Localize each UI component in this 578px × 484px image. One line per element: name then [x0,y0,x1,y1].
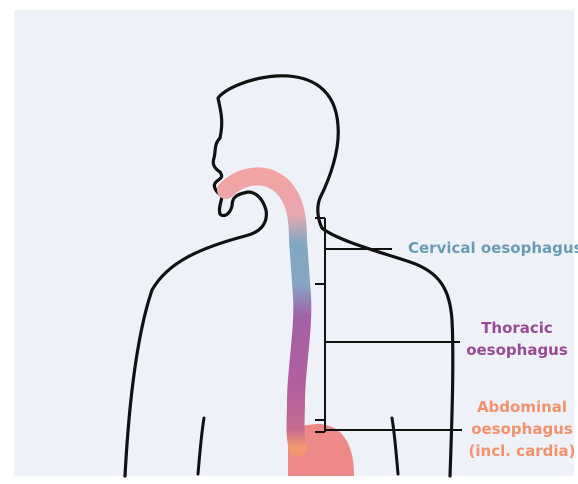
label-abdominal-oesophagus: Abdominal oesophagus (incl. cardia) [462,396,578,462]
label-thoracic-line2: oesophagus [462,339,572,361]
label-thoracic-oesophagus: Thoracic oesophagus [462,317,572,361]
label-abdominal-line2: oesophagus [462,418,578,440]
oesophagus-tube [226,176,302,448]
label-abdominal-line3: (incl. cardia) [462,440,578,462]
label-cervical-text: Cervical oesophagus [408,239,578,257]
right-arm-line [392,418,398,474]
label-abdominal-line1: Abdominal [462,396,578,418]
label-thoracic-line1: Thoracic [462,317,572,339]
left-arm-line [198,418,204,474]
label-cervical-oesophagus: Cervical oesophagus [408,237,578,259]
